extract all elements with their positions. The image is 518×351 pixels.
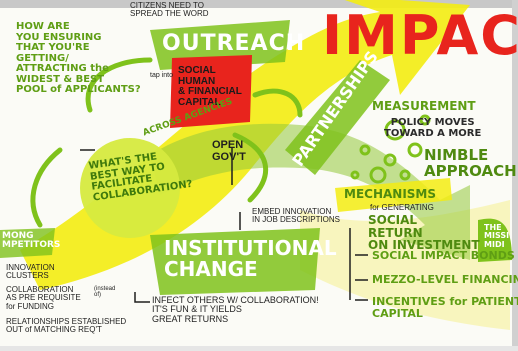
green-swoosh (150, 123, 470, 260)
question-applicants: HOW ARE YOU ENSURING THAT YOU'RE GETTING… (16, 21, 141, 95)
mechanism-item: SOCIAL IMPACT BONDS (372, 249, 515, 262)
measurement-label: MEASUREMENT (372, 99, 476, 113)
mechanism-item: INCENTIVES for PATIENT CAPITAL (372, 295, 518, 320)
competitor-item: INNOVATION CLUSTERS (6, 263, 55, 281)
collaboration-circle (80, 138, 180, 238)
tap-into-label: tap into (150, 72, 173, 79)
instead-of-note: (instead of) (94, 286, 116, 299)
outreach-banner: OUTREACH (162, 31, 306, 56)
capital-box-text: SOCIAL HUMAN & FINANCIAL CAPITAL (178, 65, 242, 108)
bubbles (350, 114, 431, 184)
impact-title: IMPACT (322, 4, 518, 67)
competitors-title: MONG MPETITORS (2, 231, 61, 251)
embed-innovation-note: EMBED INNOVATION IN JOB DESCRIPTIONS (252, 207, 341, 225)
sroi-label: SOCIAL RETURN ON INVESTMENT (368, 213, 480, 253)
infect-others-note: INFECT OTHERS W/ COLLABORATION! IT'S FUN… (152, 295, 319, 324)
mechanisms-label: MECHANISMS (344, 187, 437, 201)
mechanism-item: MEZZO-LEVEL FINANCING (372, 273, 518, 286)
for-generating-label: for GENERATING (370, 203, 434, 212)
competitor-item: COLLABORATION AS PRE REQUISITE for FUNDI… (6, 285, 81, 311)
nimble-approach-label: NIMBLE APPROACH (424, 146, 517, 180)
competitor-item: RELATIONSHIPS ESTABLISHED OUT of MATCHIN… (6, 317, 127, 335)
open-govt-label: OPEN GOV'T (212, 139, 246, 163)
mission-label: THE MISSI MIDI (484, 223, 510, 249)
capital-box (170, 55, 252, 128)
institutional-change-banner: INSTITUTIONAL CHANGE (164, 236, 337, 281)
policy-note: POLICY MOVES TOWARD A MORE (384, 117, 482, 139)
top-note: CITIZENS NEED TO SPREAD THE WORD (130, 1, 209, 19)
